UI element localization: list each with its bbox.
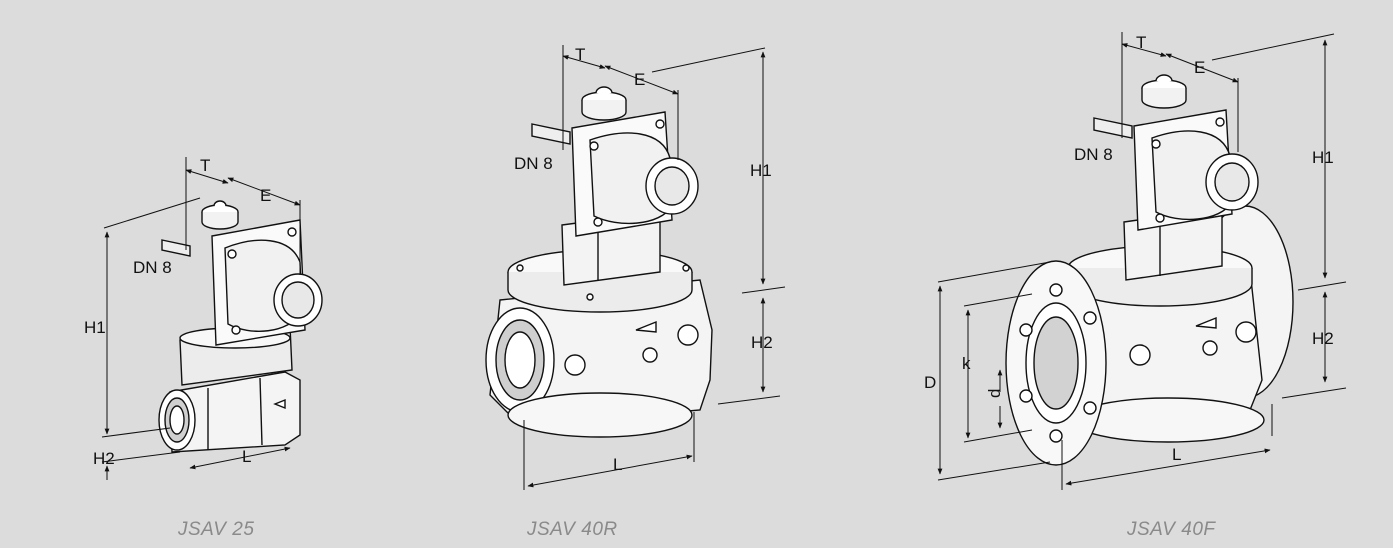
dim-label-e: E: [260, 186, 271, 205]
dim-label-l: L: [613, 455, 622, 474]
dim-label-h2: H2: [751, 333, 773, 352]
valve-jsav25-labels: T E DN 8 H1 H2 L: [84, 156, 271, 468]
valve-jsav40r: [485, 86, 713, 438]
dim-label-h2: H2: [93, 449, 115, 468]
dim-label-e: E: [634, 70, 645, 89]
dim-label-t: T: [1136, 33, 1146, 52]
caption-jsav25: JSAV 25: [178, 519, 255, 540]
dim-label-h1: H1: [84, 318, 106, 337]
caption-jsav40r: JSAV 40R: [527, 519, 618, 540]
dim-label-dn: DN 8: [133, 258, 172, 277]
caption-jsav40f: JSAV 40F: [1127, 519, 1216, 540]
dim-label-d-inner: d: [985, 389, 1004, 398]
dim-label-t: T: [575, 45, 585, 64]
valve-jsav40f: [1005, 74, 1294, 466]
dim-label-h1: H1: [750, 161, 772, 180]
dim-label-dn: DN 8: [1074, 145, 1113, 164]
dim-label-e: E: [1194, 58, 1205, 77]
valve-jsav40f-labels: T E DN 8 H1 H2 D k d L: [924, 33, 1334, 464]
dim-label-t: T: [200, 156, 210, 175]
dim-label-d-outer: D: [924, 373, 936, 392]
dim-label-l: L: [1172, 445, 1181, 464]
valve-jsav25-dimensions: [101, 157, 301, 480]
dim-label-h2: H2: [1312, 329, 1334, 348]
dim-label-h1: H1: [1312, 148, 1334, 167]
dim-label-l: L: [242, 447, 251, 466]
dim-label-dn: DN 8: [514, 154, 553, 173]
valve-jsav40r-dimensions: [523, 45, 786, 490]
dim-label-k: k: [962, 354, 971, 373]
valve-jsav40f-dimensions: [937, 32, 1347, 490]
valve-jsav25: [158, 200, 323, 453]
valve-jsav40r-labels: T E DN 8 H1 H2 L: [514, 45, 773, 474]
